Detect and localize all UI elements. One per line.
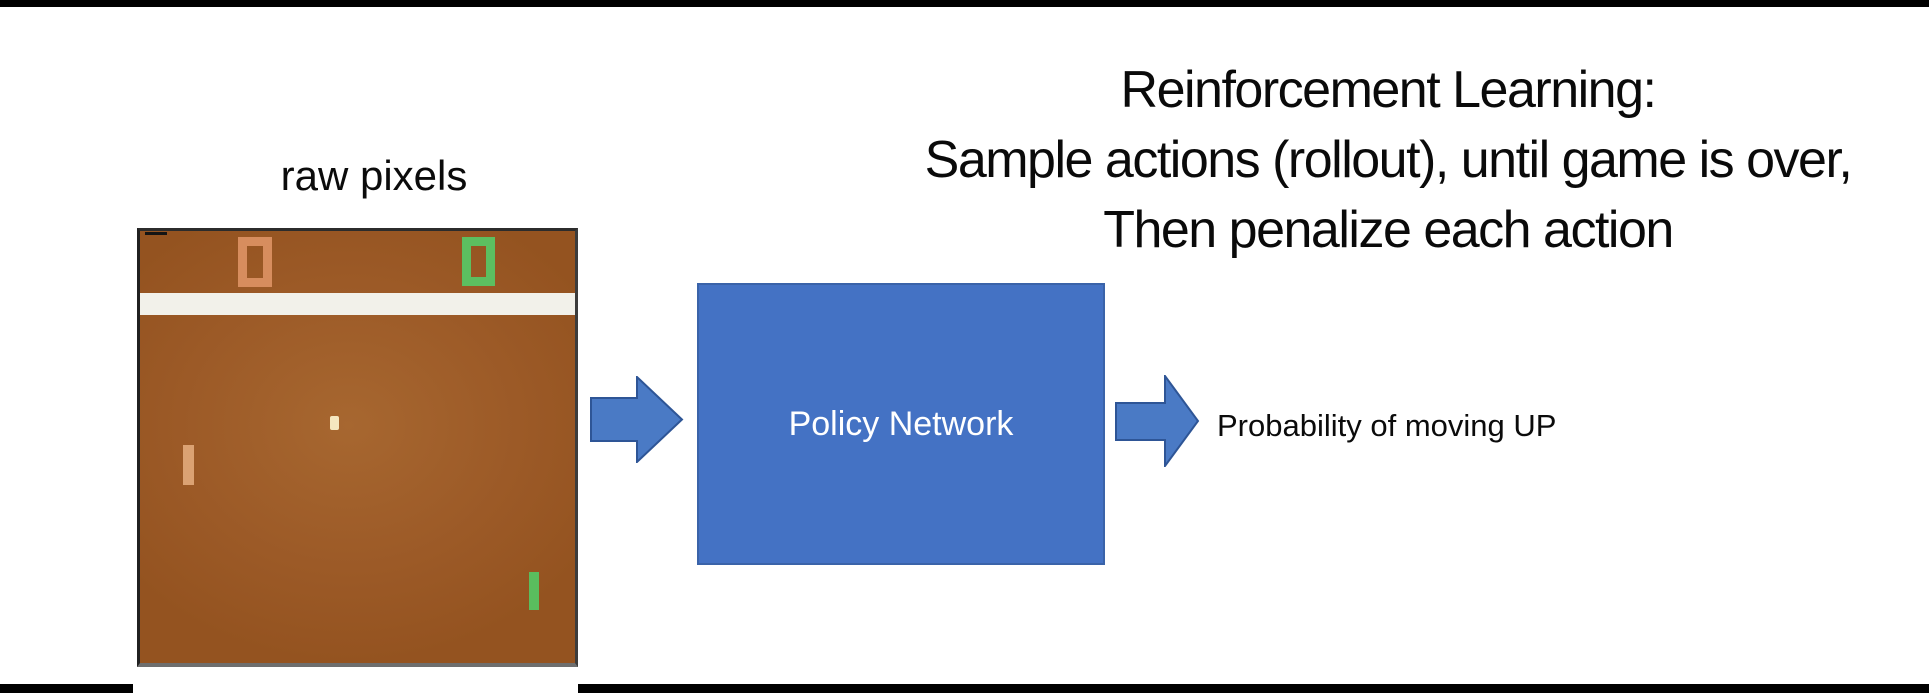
pong-corner-dash — [145, 232, 167, 235]
heading-line-3: Then penalize each action — [1103, 201, 1674, 259]
probability-output-label: Probability of moving UP — [1217, 408, 1557, 443]
pong-game-screenshot — [137, 228, 578, 667]
raw-pixels-label: raw pixels — [280, 152, 468, 199]
input-arrow-icon — [590, 376, 684, 463]
top-black-bar — [0, 0, 1929, 7]
heading-line-2: Sample actions (rollout), until game is … — [924, 131, 1853, 189]
pong-score-left-zero — [238, 237, 272, 287]
output-arrow-icon — [1115, 375, 1200, 467]
heading: Reinforcement Learning: Sample actions (… — [924, 55, 1853, 265]
policy-network-label: Policy Network — [788, 404, 1014, 443]
bottom-black-bar-right — [578, 684, 1929, 693]
policy-network-box: Policy Network — [697, 283, 1105, 565]
heading-line-1: Reinforcement Learning: — [1120, 61, 1657, 119]
bottom-black-bar-left — [0, 684, 133, 693]
pong-top-wall — [140, 293, 575, 315]
pong-score-right-zero — [462, 237, 495, 286]
pong-left-paddle — [183, 445, 194, 485]
pong-right-paddle — [529, 572, 539, 610]
pong-ball — [330, 416, 339, 430]
